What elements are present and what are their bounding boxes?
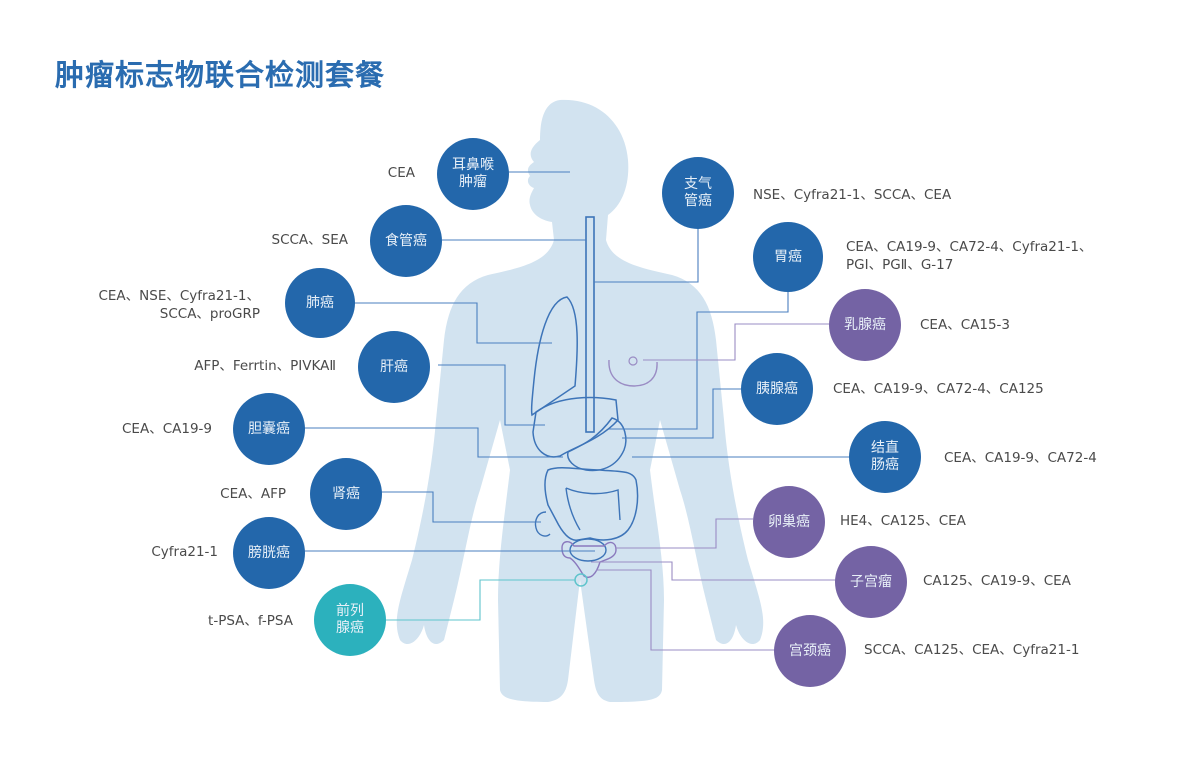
node-label: 结直 (871, 440, 899, 456)
markers-colorectal: CEA、CA19-9、CA72-4 (944, 450, 1097, 466)
node-uterine-cancer[interactable]: 子宫瘤 (835, 546, 907, 618)
body-silhouette (396, 99, 764, 702)
markers-cervical: SCCA、CA125、CEA、Cyfra21-1 (864, 642, 1080, 658)
bladder-outline (569, 538, 607, 562)
node-label: 肺癌 (306, 294, 334, 311)
node-colorectal-cancer[interactable]: 结直 肠癌 (849, 421, 921, 493)
node-ovarian-cancer[interactable]: 卵巢癌 (753, 486, 825, 558)
markers-lung: CEA、NSE、Cyfra21-1、 SCCA、proGRP (60, 287, 260, 323)
liver-outline (532, 396, 619, 458)
node-label: 肾癌 (332, 485, 360, 502)
lung-outline (530, 296, 578, 417)
node-breast-cancer[interactable]: 乳腺癌 (829, 289, 901, 361)
node-prostate-cancer[interactable]: 前列 腺癌 (314, 584, 386, 656)
node-label: 前列 (336, 603, 364, 619)
node-label: 乳腺癌 (844, 316, 886, 333)
esophagus-outline (585, 216, 595, 433)
markers-bronchial: NSE、Cyfra21-1、SCCA、CEA (753, 187, 952, 203)
markers-gallbladder: CEA、CA19-9 (122, 421, 212, 437)
markers-esophageal: SCCA、SEA (271, 232, 349, 248)
node-label: 宫颈癌 (789, 642, 831, 659)
node-bronchial-cancer[interactable]: 支气 管癌 (662, 157, 734, 229)
breast-outline (608, 359, 658, 387)
node-label: 食管癌 (385, 232, 427, 249)
node-label: 管癌 (684, 193, 712, 209)
node-label: 肝癌 (380, 358, 408, 375)
node-label: 支气 (684, 176, 712, 192)
markers-line: CEA、CA19-9、CA72-4、Cyfra21-1、 (846, 239, 1093, 255)
node-pancreatic-cancer[interactable]: 胰腺癌 (741, 353, 813, 425)
node-label: 胃癌 (774, 248, 802, 265)
intestine-outline (544, 467, 639, 541)
markers-kidney: CEA、AFP (220, 486, 286, 502)
node-kidney-cancer[interactable]: 肾癌 (310, 458, 382, 530)
node-label: 肠癌 (871, 457, 899, 473)
node-label: 耳鼻喉 (452, 157, 494, 173)
node-label: 子宫瘤 (850, 573, 892, 590)
markers-breast: CEA、CA15-3 (920, 317, 1010, 333)
node-cervical-cancer[interactable]: 宫颈癌 (774, 615, 846, 687)
markers-stomach: CEA、CA19-9、CA72-4、Cyfra21-1、 PGⅠ、PGⅡ、G-1… (846, 238, 1092, 274)
markers-bladder: Cyfra21-1 (151, 544, 218, 560)
node-label: 胰腺癌 (756, 380, 798, 397)
markers-liver: AFP、Ferrtin、PIVKAⅡ (194, 358, 336, 374)
markers-pancreatic: CEA、CA19-9、CA72-4、CA125 (833, 381, 1044, 397)
markers-line: PGⅠ、PGⅡ、G-17 (846, 257, 954, 273)
markers-prostate: t-PSA、f-PSA (208, 613, 293, 629)
node-label: 胆囊癌 (248, 420, 290, 437)
node-label: 卵巢癌 (768, 513, 810, 530)
node-label: 肿瘤 (459, 174, 487, 190)
node-label: 腺癌 (336, 620, 364, 636)
markers-line: CEA、NSE、Cyfra21-1、 (98, 288, 260, 304)
kidney-outline (534, 511, 551, 537)
connector-lines (298, 171, 849, 552)
node-lung-cancer[interactable]: 肺癌 (285, 268, 355, 338)
node-label: 膀胱癌 (248, 544, 290, 561)
node-bladder-cancer[interactable]: 膀胱癌 (233, 517, 305, 589)
node-esophageal-cancer[interactable]: 食管癌 (370, 205, 442, 277)
markers-ovarian: HE4、CA125、CEA (840, 513, 966, 529)
markers-line: SCCA、proGRP (159, 306, 260, 322)
node-ent-cancer[interactable]: 耳鼻喉 肿瘤 (437, 138, 509, 210)
node-gallbladder-cancer[interactable]: 胆囊癌 (233, 393, 305, 465)
page-title: 肿瘤标志物联合检测套餐 (55, 58, 386, 92)
markers-ent: CEA (387, 165, 415, 181)
node-liver-cancer[interactable]: 肝癌 (358, 331, 430, 403)
node-stomach-cancer[interactable]: 胃癌 (753, 222, 823, 292)
markers-uterine: CA125、CA19-9、CEA (923, 573, 1071, 589)
